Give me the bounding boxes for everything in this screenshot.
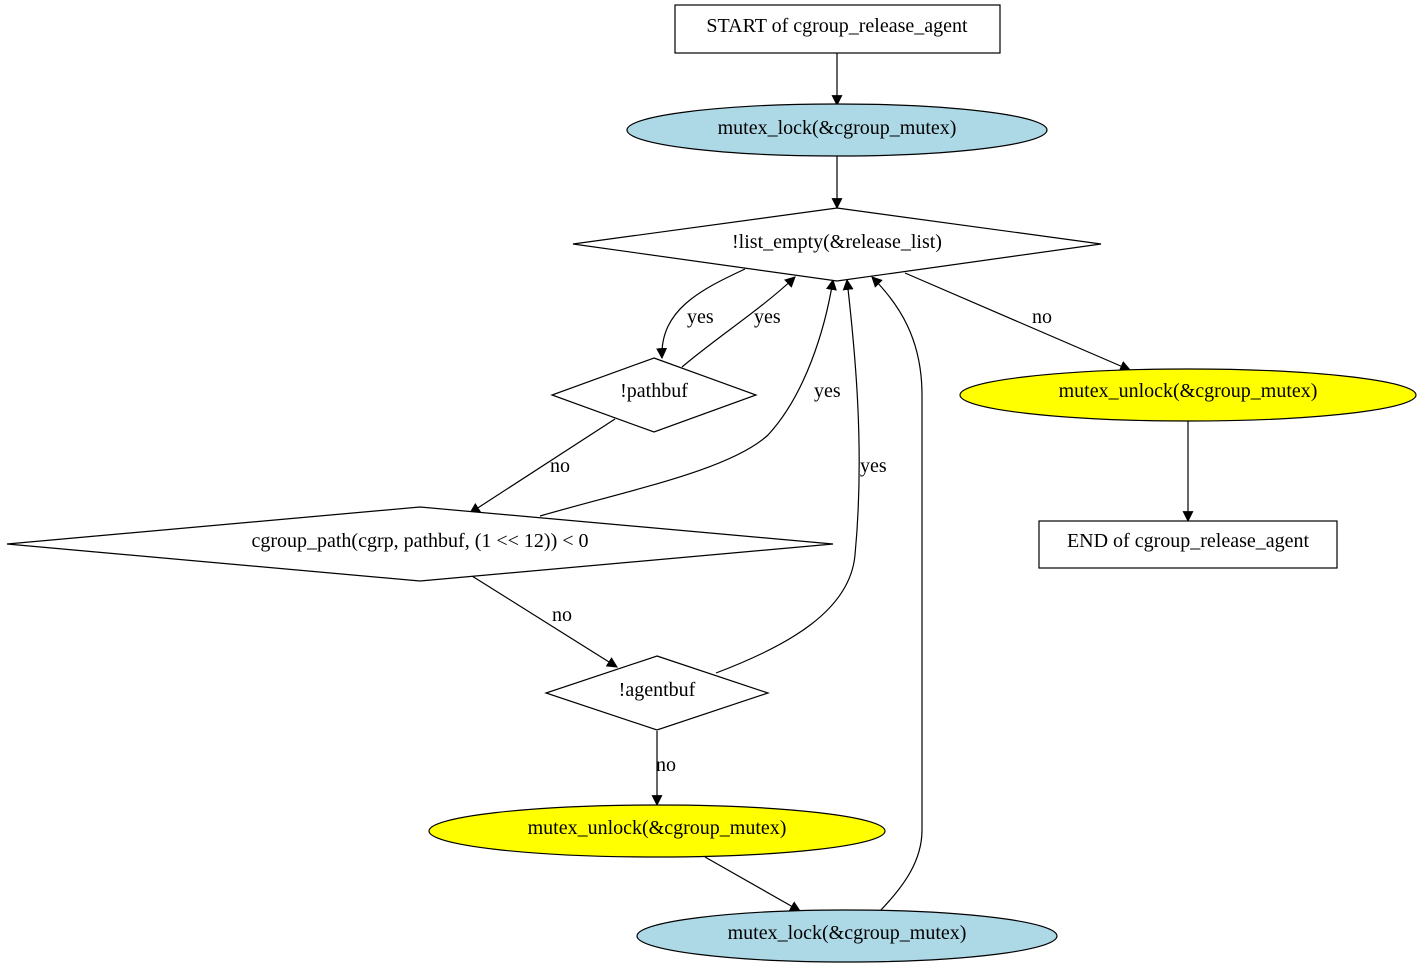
edge-label-agentbuf-to-loop: yes (860, 455, 887, 477)
node-start-box (674, 4, 1001, 54)
node-unlock-end-label: mutex_unlock(&cgroup_mutex) (1059, 380, 1318, 402)
node-lock1-label: mutex_lock(&cgroup_mutex) (718, 117, 957, 139)
edge-label-pathbuf-to-cgpath: no (550, 455, 570, 477)
node-cgroup-path-label: cgroup_path(cgrp, pathbuf, (1 << 12)) < … (251, 530, 588, 552)
node-cgroup-path-diamond (6, 506, 834, 582)
edge-label-cgpath-to-loop: yes (814, 380, 841, 402)
edge-pathbuf-to-loop (681, 276, 796, 368)
node-agentbuf: !agentbuf (544, 655, 770, 731)
edge-loop-to-pathbuf (656, 268, 746, 360)
node-unlock2-ellipse (428, 804, 886, 858)
node-unlock-end-ellipse (959, 368, 1417, 422)
node-unlock2: mutex_unlock(&cgroup_mutex) (428, 804, 886, 858)
edge-label-cgpath-to-agentbuf: no (552, 604, 572, 626)
node-end: END of cgroup_release_agent (1038, 520, 1338, 569)
edges (469, 53, 1194, 912)
node-lock2: mutex_lock(&cgroup_mutex) (636, 909, 1058, 963)
node-end-label: END of cgroup_release_agent (1067, 530, 1310, 552)
node-loop-cond-label: !list_empty(&release_list) (732, 231, 942, 253)
node-agentbuf-label: !agentbuf (619, 679, 696, 701)
node-cgroup-path: cgroup_path(cgrp, pathbuf, (1 << 12)) < … (6, 506, 834, 582)
node-pathbuf: !pathbuf (550, 357, 758, 433)
node-unlock2-label: mutex_unlock(&cgroup_mutex) (528, 817, 787, 839)
edge-loop-to-unlock (904, 272, 1132, 372)
node-agentbuf-diamond (544, 655, 770, 731)
edge-label-loop-to-pathbuf: yes (687, 306, 714, 328)
edge-label-pathbuf-to-loop: yes (754, 306, 781, 328)
node-lock2-ellipse (636, 909, 1058, 963)
node-lock1: mutex_lock(&cgroup_mutex) (626, 103, 1048, 157)
edge-lock2-to-loop (871, 276, 923, 912)
node-lock1-ellipse (626, 103, 1048, 157)
node-loop-cond: !list_empty(&release_list) (572, 207, 1102, 282)
edge-unlock2-to-lock2 (704, 856, 801, 912)
node-lock2-label: mutex_lock(&cgroup_mutex) (728, 922, 967, 944)
node-loop-cond-diamond (572, 207, 1102, 282)
edge-cgpath-to-loop (539, 278, 837, 517)
node-pathbuf-label: !pathbuf (620, 380, 688, 402)
node-pathbuf-diamond (550, 357, 758, 433)
edge-labels: yes yes no yes no yes no no (550, 306, 1052, 776)
edge-cgpath-to-agentbuf (471, 575, 618, 668)
node-start-label: START of cgroup_release_agent (706, 15, 968, 37)
node-end-box (1038, 520, 1338, 569)
node-start: START of cgroup_release_agent (674, 4, 1001, 54)
edge-label-loop-to-unlock: no (1032, 306, 1052, 328)
edge-pathbuf-to-cgpath (469, 418, 616, 514)
edge-label-agentbuf-to-unlock2: no (656, 754, 676, 776)
node-unlock-end: mutex_unlock(&cgroup_mutex) (959, 368, 1417, 422)
edge-agentbuf-to-loop (715, 278, 860, 674)
